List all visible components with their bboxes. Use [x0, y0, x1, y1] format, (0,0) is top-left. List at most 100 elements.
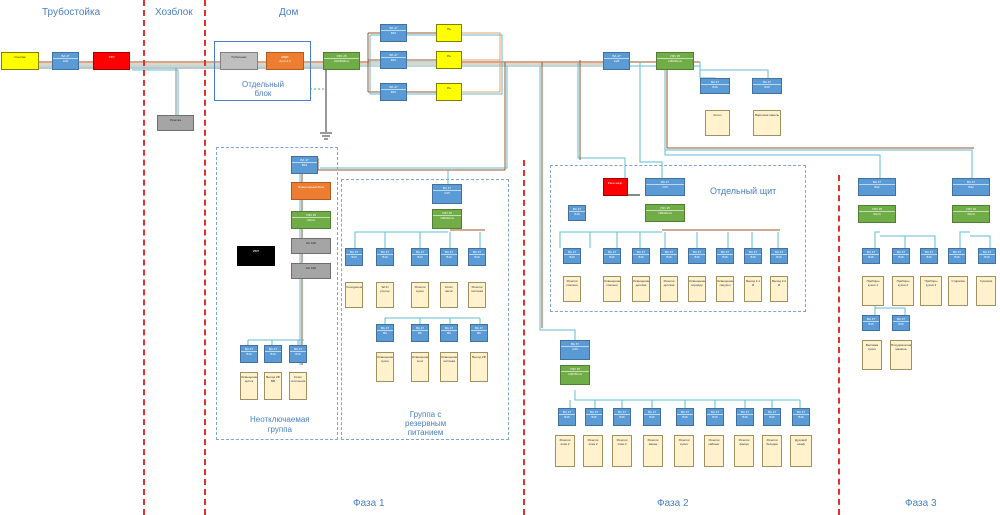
block-sublabel: В10 — [390, 31, 397, 35]
block-label: Духовой — [795, 438, 807, 442]
block-sublabel: машина — [895, 347, 907, 351]
block-label: Освещение — [717, 279, 734, 283]
block-sublabel: С40 — [62, 59, 69, 63]
block-label: Приборы — [924, 279, 938, 283]
wire-phase2 — [539, 62, 801, 408]
block-label: Рн — [447, 86, 451, 90]
block-sublabel: В16 — [609, 255, 615, 259]
block-sublabel: В16 — [742, 415, 748, 419]
wire-phase3 — [664, 66, 991, 315]
block-sublabel: В16 — [301, 163, 308, 167]
block-label: ВА 47 — [412, 250, 428, 255]
label-reserve-group: Группа с резервным питанием — [405, 410, 447, 437]
block-label: Котел — [444, 285, 453, 289]
block-label: ВА 47 — [644, 410, 660, 415]
section-truboboy: Трубостойка — [42, 7, 101, 18]
block-sublabel: В16 — [712, 85, 718, 89]
block-label: ВА 47 — [863, 317, 879, 322]
block-sublabel: В16 — [591, 415, 597, 419]
block-label: Розетки — [708, 438, 720, 442]
block-label: Освещение — [604, 279, 621, 283]
block-sublabel: кухня — [381, 359, 389, 363]
block-label: ВА 47 — [646, 180, 684, 185]
wire-phase2-top — [699, 62, 769, 79]
block-sublabel: Ф — [777, 283, 781, 287]
block-sublabel: беседка — [766, 442, 778, 446]
block-label: ВА 47 — [604, 250, 620, 255]
block-sublabel: спальня — [606, 283, 618, 287]
block-label: Освещение — [441, 355, 458, 359]
block-label: УЗО 25 — [324, 54, 359, 59]
block-label: УЗО 25 — [646, 206, 684, 211]
block-b11: Рн — [436, 51, 462, 69]
block-sublabel: В10 — [382, 255, 388, 259]
block-sublabel: В6 — [447, 331, 451, 335]
block-label: ВА 47 — [661, 250, 677, 255]
block-b107: Стиралка — [948, 276, 968, 306]
block-label: Приборы — [866, 279, 880, 283]
block-label: УЗО 25 — [657, 54, 693, 59]
block-sublabel: В10 — [270, 352, 276, 356]
block-label: Розетки — [663, 279, 675, 283]
block-label: УЗО 40 — [953, 207, 989, 212]
block-label: ВА 47 — [633, 250, 649, 255]
block-sublabel: шкаф — [797, 442, 805, 446]
block-label: ВА 47 — [412, 326, 428, 331]
block-b38: Холодильник — [345, 282, 363, 308]
block-label: ВА 47 — [265, 347, 281, 352]
block-sublabel: С25 — [572, 347, 578, 351]
block-label: Розетки — [587, 438, 599, 442]
ground-wire — [320, 68, 332, 140]
block-sublabel: детская — [635, 283, 647, 287]
block-b17: Котел — [705, 110, 730, 136]
block-label: Освещение — [412, 355, 429, 359]
block-sublabel: В16 — [649, 415, 655, 419]
nonstop-group-frame — [216, 147, 338, 440]
block-sublabel: 30mA — [307, 218, 315, 222]
block-sublabel: этаж 2 — [617, 442, 627, 446]
block-sublabel: 100/30mA — [658, 211, 672, 215]
block-sublabel: этаж 2 — [560, 442, 570, 446]
block-label: ВА 47 — [569, 207, 585, 212]
block-label: ВА 47 — [764, 410, 780, 415]
block-label: ВА 47 — [586, 410, 602, 415]
label-phase2: Фаза 2 — [657, 498, 689, 509]
block-sublabel: кухня 2 — [897, 283, 909, 287]
block-sublabel: В16 — [954, 255, 960, 259]
block-label: Рубильник — [231, 55, 247, 59]
block-label: Рн — [447, 27, 451, 31]
block-label: Освещение — [241, 375, 258, 379]
block-label: ВА 47 — [469, 250, 485, 255]
block-label: ВА 47 — [921, 250, 937, 255]
block-sublabel: В16 — [694, 255, 700, 259]
